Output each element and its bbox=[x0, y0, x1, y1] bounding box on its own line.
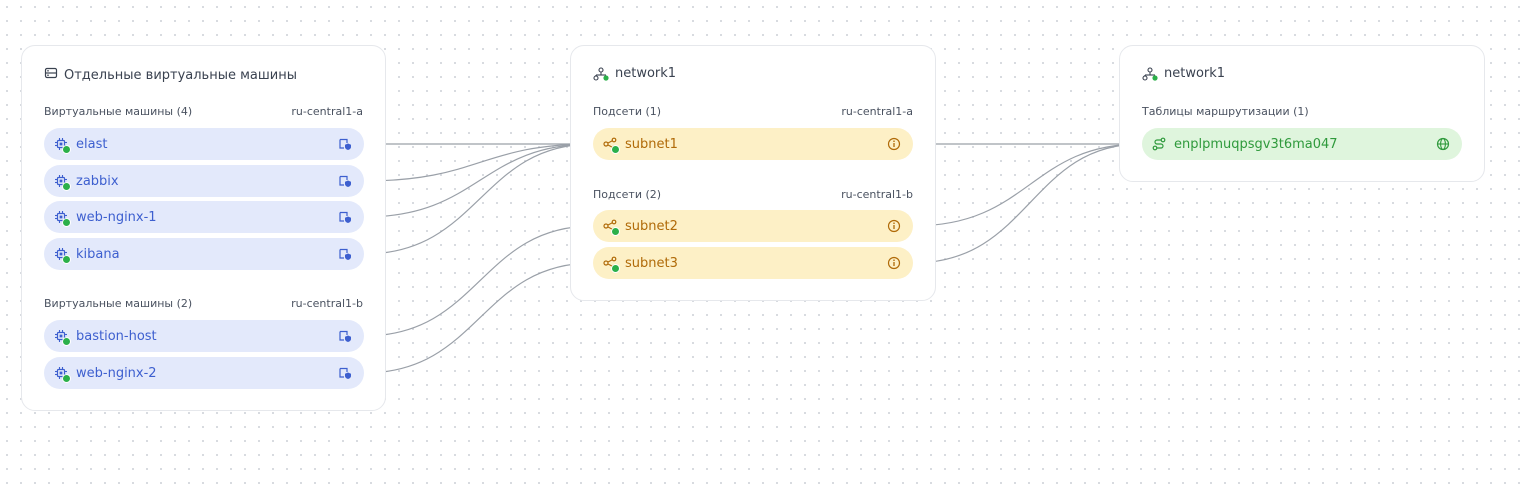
vm-label: zabbix bbox=[76, 173, 119, 189]
vm-group-b-label: Виртуальные машины (2) bbox=[44, 297, 193, 310]
server-list-icon bbox=[44, 66, 58, 84]
cpu-icon bbox=[54, 329, 71, 346]
vm-label: web-nginx-1 bbox=[76, 209, 157, 225]
vm-group-a-label: Виртуальные машины (4) bbox=[44, 105, 193, 118]
vm-label: elast bbox=[76, 136, 108, 152]
wire-kibana-subnet1 bbox=[363, 143, 594, 255]
vm-item-kibana[interactable]: kibana bbox=[44, 238, 364, 270]
subnet-group-a-label: Подсети (1) bbox=[593, 105, 662, 118]
vm-group-a-zone: ru-central1-a bbox=[291, 105, 363, 118]
info-icon[interactable] bbox=[887, 256, 901, 270]
vm-item-bastion-host[interactable]: bastion-host bbox=[44, 320, 364, 352]
network-card-title-text[interactable]: network1 bbox=[615, 66, 677, 81]
subnet-group-b-label: Подсети (2) bbox=[593, 188, 662, 201]
route-table-card: network1 Таблицы маршрутизации (1) bbox=[1119, 45, 1485, 182]
route-icon bbox=[1152, 137, 1166, 151]
vm-card-title-text: Отдельные виртуальные машины bbox=[64, 67, 297, 83]
route-table-label: enplpmuqpsgv3t6ma047 bbox=[1174, 136, 1338, 152]
subnet-item-subnet2[interactable]: subnet2 bbox=[593, 210, 913, 242]
subnet-icon bbox=[603, 137, 620, 154]
status-running-dot bbox=[62, 337, 71, 346]
cpu-icon bbox=[54, 210, 71, 227]
globe-icon[interactable] bbox=[1436, 137, 1450, 151]
vm-label: web-nginx-2 bbox=[76, 365, 157, 381]
network-icon bbox=[593, 66, 609, 81]
status-running-dot bbox=[611, 145, 620, 154]
cpu-icon bbox=[54, 174, 71, 191]
subnet-item-subnet1[interactable]: subnet1 bbox=[593, 128, 913, 160]
route-card-title: network1 bbox=[1142, 66, 1225, 81]
vm-item-web-nginx-2[interactable]: web-nginx-2 bbox=[44, 357, 364, 389]
status-running-dot bbox=[611, 264, 620, 273]
subnet-label: subnet3 bbox=[625, 255, 678, 271]
status-running-dot bbox=[62, 255, 71, 264]
vm-item-zabbix[interactable]: zabbix bbox=[44, 165, 364, 197]
vm-label: bastion-host bbox=[76, 328, 157, 344]
info-icon[interactable] bbox=[887, 219, 901, 233]
info-icon[interactable] bbox=[887, 137, 901, 151]
subnet-label: subnet2 bbox=[625, 218, 678, 234]
cpu-icon bbox=[54, 366, 71, 383]
subnet-label: subnet1 bbox=[625, 136, 678, 152]
shield-lock-icon[interactable] bbox=[338, 174, 352, 188]
subnet-icon bbox=[603, 219, 620, 236]
wire-zabbix-subnet1 bbox=[363, 143, 594, 182]
subnet-group-b-zone: ru-central1-b bbox=[841, 188, 913, 201]
route-card-title-text[interactable]: network1 bbox=[1164, 66, 1226, 81]
route-table-item[interactable]: enplpmuqpsgv3t6ma047 bbox=[1142, 128, 1462, 160]
cpu-icon bbox=[54, 247, 71, 264]
wire-web-nginx-1-subnet1 bbox=[363, 143, 594, 218]
vm-label: kibana bbox=[76, 246, 120, 262]
status-running-dot bbox=[62, 374, 71, 383]
status-running-dot bbox=[62, 182, 71, 191]
subnet-item-subnet3[interactable]: subnet3 bbox=[593, 247, 913, 279]
status-running-dot bbox=[62, 145, 71, 154]
vm-item-web-nginx-1[interactable]: web-nginx-1 bbox=[44, 201, 364, 233]
shield-lock-icon[interactable] bbox=[338, 137, 352, 151]
network-icon bbox=[1142, 66, 1158, 81]
shield-lock-icon[interactable] bbox=[338, 329, 352, 343]
wire-bastion-subnet2 bbox=[363, 225, 594, 337]
subnet-icon bbox=[603, 256, 620, 273]
status-running-dot bbox=[62, 218, 71, 227]
shield-lock-icon[interactable] bbox=[338, 366, 352, 380]
subnet-group-a-zone: ru-central1-a bbox=[841, 105, 913, 118]
vm-group-b-zone: ru-central1-b bbox=[291, 297, 363, 310]
status-running-dot bbox=[611, 227, 620, 236]
vm-item-elast[interactable]: elast bbox=[44, 128, 364, 160]
wire-subnet2-rt bbox=[912, 143, 1142, 227]
shield-lock-icon[interactable] bbox=[338, 247, 352, 261]
network-card-title: network1 bbox=[593, 66, 676, 81]
wire-subnet3-rt bbox=[912, 143, 1142, 264]
cpu-icon bbox=[54, 137, 71, 154]
wire-web-nginx-2-subnet3 bbox=[363, 262, 594, 374]
route-group-label: Таблицы маршрутизации (1) bbox=[1142, 105, 1309, 118]
vm-card-title: Отдельные виртуальные машины bbox=[44, 66, 297, 84]
shield-lock-icon[interactable] bbox=[338, 210, 352, 224]
